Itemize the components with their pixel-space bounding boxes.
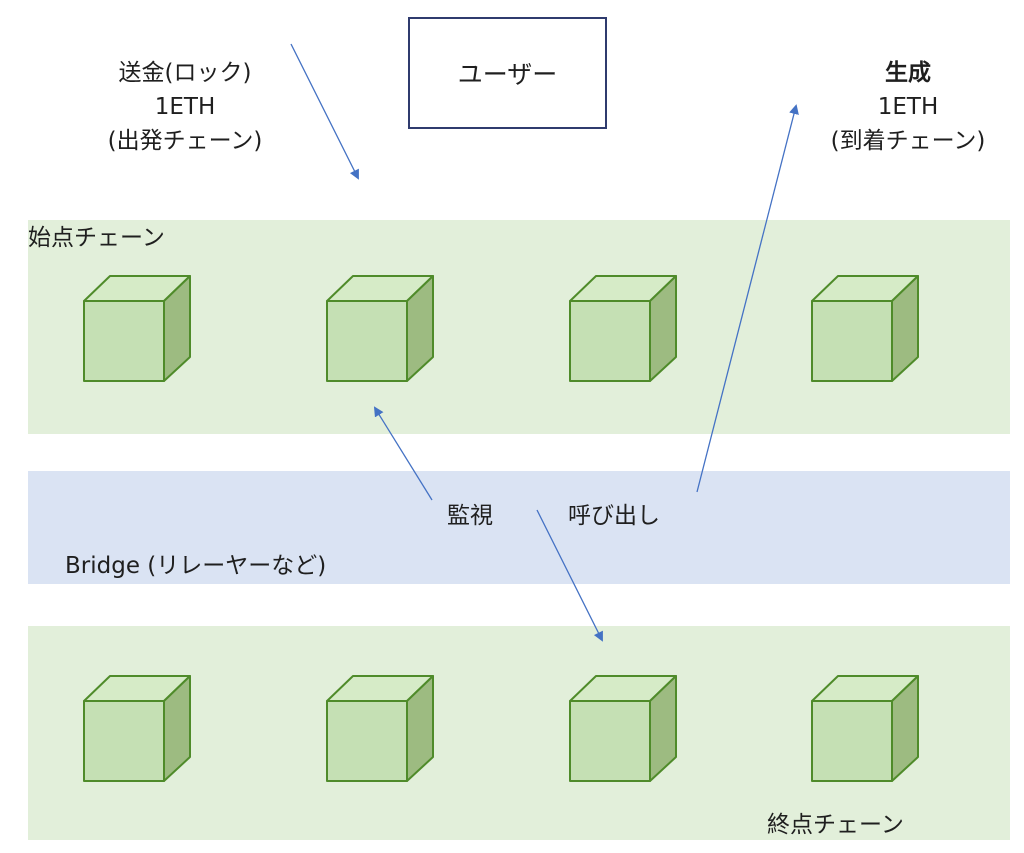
mint-note: 生成 1ETH (到着チェーン) xyxy=(808,56,1008,158)
dest-chain-label: 終点チェーン xyxy=(767,812,904,838)
dest-block-4 xyxy=(811,675,919,782)
source-block-4 xyxy=(811,275,919,382)
send-note: 送金(ロック) 1ETH (出発チェーン) xyxy=(85,56,285,158)
mint-note-line2: 1ETH xyxy=(877,94,939,120)
bridge-band xyxy=(28,471,1010,584)
monitor-arrow xyxy=(373,406,433,501)
monitor-label: 監視 xyxy=(447,503,493,529)
invoke-arrow xyxy=(696,104,799,493)
send-note-line1: 送金(ロック) xyxy=(118,60,252,86)
send-note-line3: (出発チェーン) xyxy=(107,128,263,154)
send-arrow xyxy=(290,43,359,180)
dest-block-1 xyxy=(83,675,191,782)
source-block-3 xyxy=(569,275,677,382)
dest-block-2 xyxy=(326,675,434,782)
source-block-2 xyxy=(326,275,434,382)
dest-block-3 xyxy=(569,675,677,782)
bridge-label: Bridge (リレーヤーなど) xyxy=(65,553,327,579)
mint-note-line3: (到着チェーン) xyxy=(830,128,986,154)
source-chain-label: 始点チェーン xyxy=(28,225,165,251)
relay-arrow xyxy=(536,509,603,642)
user-box: ユーザー xyxy=(408,17,607,129)
send-note-line2: 1ETH xyxy=(154,94,216,120)
user-label: ユーザー xyxy=(457,60,558,89)
invoke-label: 呼び出し xyxy=(568,503,660,529)
mint-note-line1: 生成 xyxy=(885,60,931,86)
source-block-1 xyxy=(83,275,191,382)
